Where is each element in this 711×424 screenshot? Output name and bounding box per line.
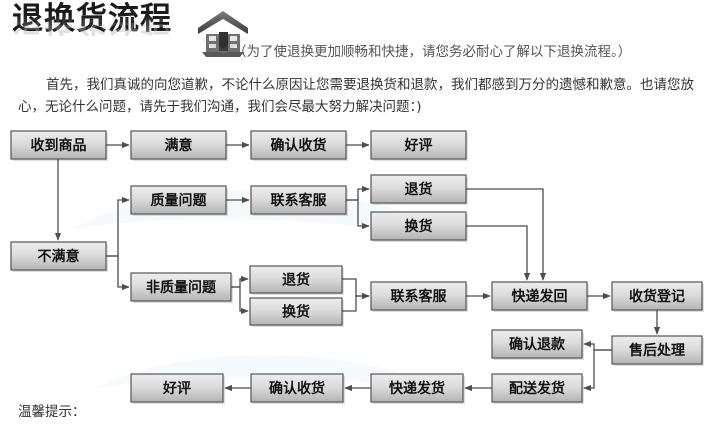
flow-node-box[interactable] [611,335,703,365]
flow-node-box[interactable] [249,265,343,294]
flow-node-label: 换货 [282,304,310,321]
flow-node[interactable]: 确认收货 [250,373,345,404]
flow-node[interactable]: 快递发货 [370,373,465,404]
page-title-block: 退换货流程 退换货流程 [12,1,272,64]
flow-node-box[interactable] [491,373,583,403]
flow-node-box[interactable] [370,281,467,311]
flow-node-label: 收货登记 [629,288,685,305]
flow-node-box[interactable] [370,373,464,403]
flow-node-box[interactable] [130,373,224,403]
flow-node-label: 确认收货 [271,137,327,154]
flow-node-label: 售后处理 [628,342,685,359]
flow-node-box[interactable] [250,185,347,215]
flow-node[interactable]: 配送发货 [491,373,584,404]
flow-node-label: 换货 [405,218,433,235]
flow-node[interactable]: 退货 [249,265,344,295]
flow-node-label: 好评 [404,137,433,154]
flow-node-label: 确认退款 [509,336,566,353]
flow-node[interactable]: 满意 [130,130,228,161]
intro-paragraph-text: 首先，我们真诚的向您道歉，不论什么原因让您需要退换货和退款，我们都感到万分的遗憾… [18,77,694,115]
house-icon [198,11,248,57]
flow-node[interactable]: 收货登记 [611,281,704,312]
footer-note: 温馨提示： [18,404,86,420]
intro-paragraph: 首先，我们真诚的向您道歉，不论什么原因让您需要退换货和退款，我们都感到万分的遗憾… [18,74,694,118]
house-icon-reflection [203,17,243,55]
flow-node[interactable]: 确认退款 [491,329,584,360]
flow-node-label: 好评 [162,380,191,397]
flow-node-label: 不满意 [38,248,80,265]
flow-node[interactable]: 售后处理 [611,335,704,366]
page-subtitle: （为了使退换更加顺畅和快捷，请您务必耐心了解以下退换流程。） [233,44,632,60]
flow-node-label: 满意 [165,137,193,154]
flow-node[interactable]: 收到商品 [10,130,108,161]
flow-node-box[interactable] [130,130,227,160]
flow-node-label: 快递发货 [389,380,445,397]
flow-node-box[interactable] [370,130,467,160]
flow-node-box[interactable] [491,329,583,359]
page-title: 退换货流程 [12,1,172,37]
flow-node-box[interactable] [250,130,347,160]
flow-node[interactable]: 质量问题 [130,185,228,216]
flow-node[interactable]: 确认收货 [250,130,348,161]
flow-node-label: 联系客服 [391,288,448,305]
flow-node[interactable]: 好评 [130,373,225,404]
flow-node[interactable]: 非质量问题 [130,272,233,303]
flow-node[interactable]: 好评 [370,130,468,161]
flow-nodes: 收到商品满意确认收货好评质量问题联系客服退货换货不满意非质量问题退货换货联系客服… [10,130,704,404]
flow-node[interactable]: 退货 [370,174,468,205]
flow-node-box[interactable] [370,174,467,204]
returns-flowchart: 收到商品满意确认收货好评质量问题联系客服退货换货不满意非质量问题退货换货联系客服… [10,130,704,404]
flow-node-box[interactable] [10,130,107,160]
flow-node-box[interactable] [611,281,703,311]
flow-node-box[interactable] [130,185,227,215]
flow-node[interactable]: 换货 [370,211,468,242]
flow-node[interactable]: 换货 [249,297,344,327]
flow-node-box[interactable] [249,297,343,326]
flow-node[interactable]: 不满意 [10,241,108,272]
flow-connectors [54,141,661,392]
flow-node-box[interactable] [250,373,344,403]
flow-node-label: 收到商品 [31,137,87,154]
flow-node-label: 退货 [405,181,433,198]
flow-node-label: 质量问题 [151,192,208,209]
flow-node-label: 确认收货 [269,380,325,397]
flow-node-box[interactable] [130,272,232,302]
flow-node-label: 非质量问题 [146,279,217,296]
flow-node-label: 联系客服 [271,192,328,209]
flow-node-box[interactable] [491,281,588,311]
flow-node[interactable]: 快递发回 [491,281,589,312]
flow-node-box[interactable] [370,211,467,241]
flow-node-box[interactable] [10,241,107,271]
flow-node-label: 快递发回 [512,288,568,305]
flow-node-label: 退货 [282,272,310,289]
flow-node[interactable]: 联系客服 [370,281,468,312]
flow-node[interactable]: 联系客服 [250,185,348,216]
flow-node-label: 配送发货 [509,380,565,397]
